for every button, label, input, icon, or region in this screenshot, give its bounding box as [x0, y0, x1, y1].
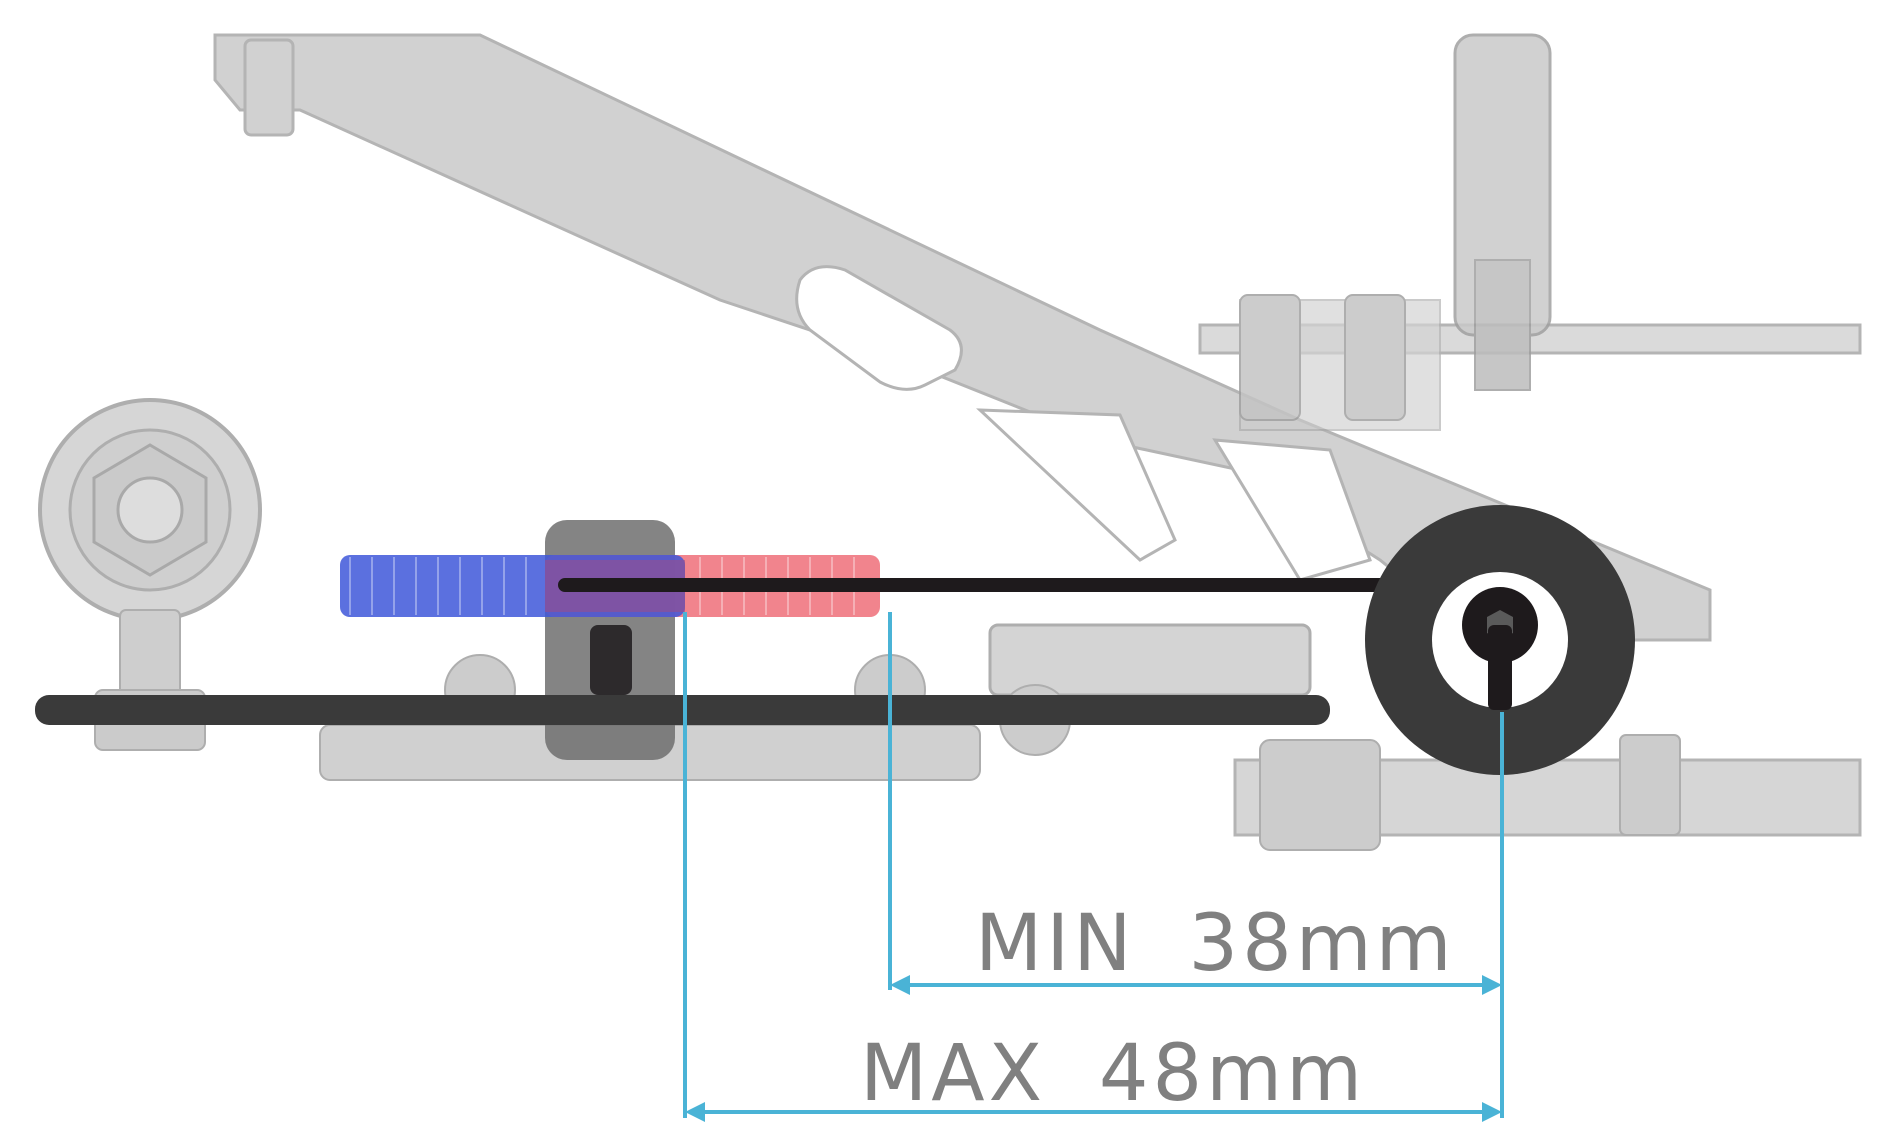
upper-arm: [213, 33, 1712, 642]
dimension-arrowhead-icon: [685, 975, 1502, 1122]
vertical-post: [1453, 33, 1552, 391]
base-plate: [35, 695, 1330, 725]
rod-end-icon: [38, 398, 262, 751]
dimension-label-min: MIN 38mm: [975, 899, 1456, 989]
pivot-bearing: [1365, 505, 1635, 775]
base-bracket: [1233, 734, 1862, 851]
threaded-adjuster: [340, 555, 880, 617]
arm-slot-upper: [795, 265, 963, 391]
dimension-lines: [683, 612, 1504, 1118]
arm-slot-lower: [976, 408, 1177, 562]
dimension-label-max: MAX 48mm: [860, 1029, 1366, 1119]
arm-slot-right: [1212, 438, 1372, 582]
